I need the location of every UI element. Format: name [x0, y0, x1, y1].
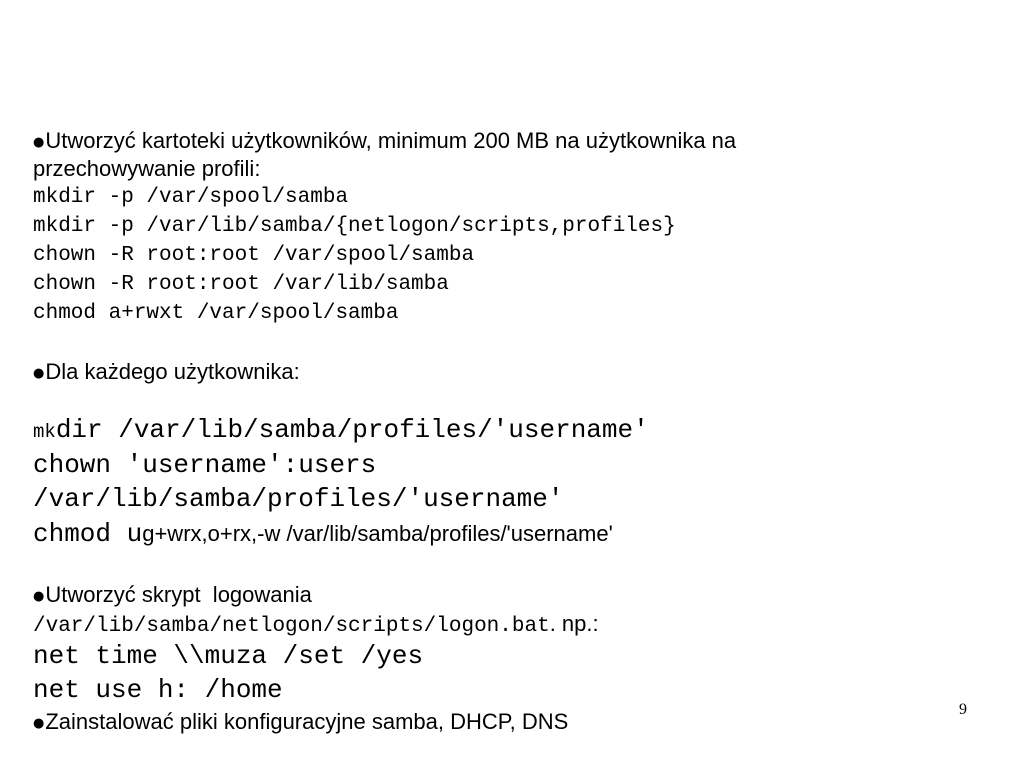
heading-text: Dla każdego użytkownika: — [45, 359, 300, 384]
logon-script-path: /var/lib/samba/netlogon/scripts/logon.ba… — [33, 611, 599, 638]
bullet-heading-install: ●Zainstalować pliki konfiguracyjne samba… — [33, 711, 568, 733]
page-number: 9 — [959, 701, 967, 718]
command-prefix: chmod u — [33, 519, 143, 549]
heading-text: Zainstalować pliki konfiguracyjne samba,… — [45, 709, 569, 734]
bullet-icon: ● — [33, 716, 45, 731]
script-path: /var/lib/samba/netlogon/scripts/logon.ba… — [33, 615, 550, 638]
bullet-heading-directories: ●Utworzyć kartoteki użytkowników, minimu… — [33, 130, 736, 152]
bullet-icon: ● — [33, 135, 45, 150]
bullet-icon: ● — [33, 589, 45, 604]
command-line: mkdir /var/lib/samba/profiles/'username' — [33, 417, 649, 443]
command-line: chown -R root:root /var/spool/samba — [33, 244, 475, 267]
bullet-icon: ● — [33, 366, 45, 381]
command-line: chmod a+rwxt /var/spool/samba — [33, 302, 399, 325]
heading-continuation: przechowywanie profili: — [33, 156, 261, 181]
command-rest: g+wrx,o+rx,-w /var/lib/samba/profiles/'u… — [142, 521, 613, 546]
command-line: mkdir -p /var/lib/samba/{netlogon/script… — [33, 215, 676, 238]
command-line: chown 'username':users — [33, 450, 377, 480]
bullet-heading-logon-script: ●Utworzyć skrypt logowania — [33, 584, 312, 606]
command-line: net time \\muza /set /yes — [33, 641, 424, 671]
command-prefix: mk — [33, 421, 56, 443]
heading-text: Utworzyć kartoteki użytkowników, minimum… — [45, 128, 737, 153]
command-rest: dir /var/lib/samba/profiles/'username' — [55, 415, 649, 445]
command-line: net use h: /home — [33, 675, 283, 705]
bullet-heading-per-user: ●Dla każdego użytkownika: — [33, 361, 300, 383]
heading-text: Utworzyć skrypt logowania — [45, 582, 312, 607]
command-line: mkdir -p /var/spool/samba — [33, 186, 349, 209]
script-path-suffix: . np.: — [549, 611, 599, 636]
command-line: chown -R root:root /var/lib/samba — [33, 273, 449, 296]
command-line: /var/lib/samba/profiles/'username' — [33, 484, 564, 514]
command-line: chmod ug+wrx,o+rx,-w /var/lib/samba/prof… — [33, 521, 613, 547]
